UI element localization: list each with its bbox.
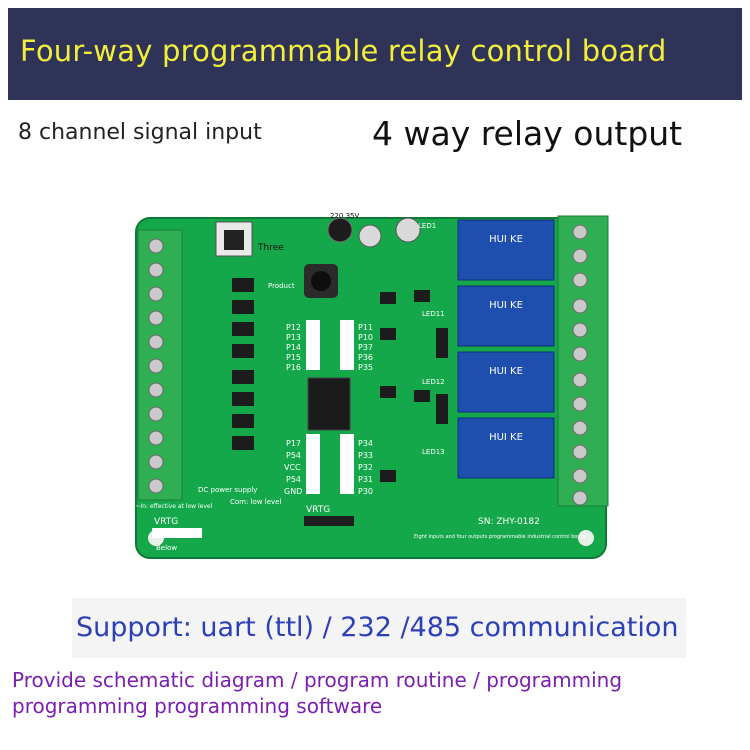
- pin-label: P16: [286, 363, 301, 372]
- led-label: LED1: [418, 222, 436, 230]
- relay-brand-label: HUI KE: [489, 234, 523, 245]
- page-title: Four-way programmable relay control boar…: [20, 34, 667, 68]
- header-label: VRTG: [154, 517, 178, 527]
- silkscreen-title: Eight inputs and four outputs programmab…: [414, 534, 586, 540]
- driver-components: [380, 290, 448, 482]
- led-label: LED13: [422, 448, 445, 456]
- inductor-core: [311, 271, 331, 291]
- input-label: 8 channel signal input: [18, 120, 262, 145]
- pin-label: P17: [286, 439, 301, 448]
- dc-supply-label: DC power supply: [198, 486, 257, 494]
- microcontroller-chip: [307, 377, 351, 431]
- capacitor: [327, 217, 353, 243]
- support-band: [72, 598, 686, 658]
- relay-brand-label: HUI KE: [489, 300, 523, 311]
- led-label: LED11: [422, 310, 445, 318]
- bottom-pin-header: [152, 528, 202, 538]
- pin-label: P34: [358, 439, 373, 448]
- relay: HUI KE: [457, 285, 555, 347]
- title-band: [8, 8, 742, 100]
- input-terminal-block: [137, 229, 183, 501]
- pin-label: P31: [358, 475, 373, 484]
- relay: HUI KE: [457, 219, 555, 281]
- pin-label: P12: [286, 323, 301, 332]
- capacitor: [395, 217, 421, 243]
- capacitor: [358, 224, 382, 248]
- top-pin-header: [304, 516, 354, 526]
- output-label: 4 way relay output: [372, 114, 683, 153]
- pin-label: P13: [286, 333, 301, 342]
- pin-label: P15: [286, 353, 301, 362]
- regulator-chip: [224, 230, 244, 250]
- serial-label: SN: ZHY-0182: [478, 517, 540, 527]
- support-text: Support: uart (ttl) / 232 /485 communica…: [76, 612, 679, 643]
- provide-text-line1: Provide schematic diagram / program rout…: [12, 668, 623, 692]
- relay-board-illustration: HUI KE HUI KE HUI KE HUI KE Three 220 35…: [126, 212, 609, 559]
- module-label: Three: [257, 243, 284, 253]
- optocoupler-array: [232, 278, 254, 450]
- pin-label: P36: [358, 353, 373, 362]
- pin-label: P11: [358, 323, 373, 332]
- pin-header: [306, 320, 354, 494]
- led-label: LED12: [422, 378, 445, 386]
- mount-hole: [578, 530, 594, 546]
- pin-label: P54: [286, 451, 301, 460]
- product-label: Product: [268, 282, 295, 290]
- header-label: VRTG: [306, 505, 330, 515]
- relay: HUI KE: [457, 417, 555, 479]
- capacitor-label: 220 35V: [330, 212, 359, 220]
- output-terminal-block: [557, 215, 609, 507]
- pin-label: P37: [358, 343, 373, 352]
- relay-brand-label: HUI KE: [489, 366, 523, 377]
- pin-label: P30: [358, 487, 373, 496]
- pin-label: VCC: [284, 463, 301, 472]
- pin-label: P14: [286, 343, 301, 352]
- relay-brand-label: HUI KE: [489, 432, 523, 443]
- pin-label: P32: [358, 463, 373, 472]
- below-label: Below: [156, 544, 177, 552]
- pin-label: P10: [358, 333, 373, 342]
- pin-label: P35: [358, 363, 373, 372]
- effective-label: In1~In: effective at low level: [126, 503, 213, 510]
- pin-label: GND: [284, 487, 302, 496]
- pin-label: P54: [286, 475, 301, 484]
- relay: HUI KE: [457, 351, 555, 413]
- pin-label: P33: [358, 451, 373, 460]
- provide-text-line2: programming programming software: [12, 694, 383, 718]
- com-low-label: Com: low level: [230, 498, 281, 506]
